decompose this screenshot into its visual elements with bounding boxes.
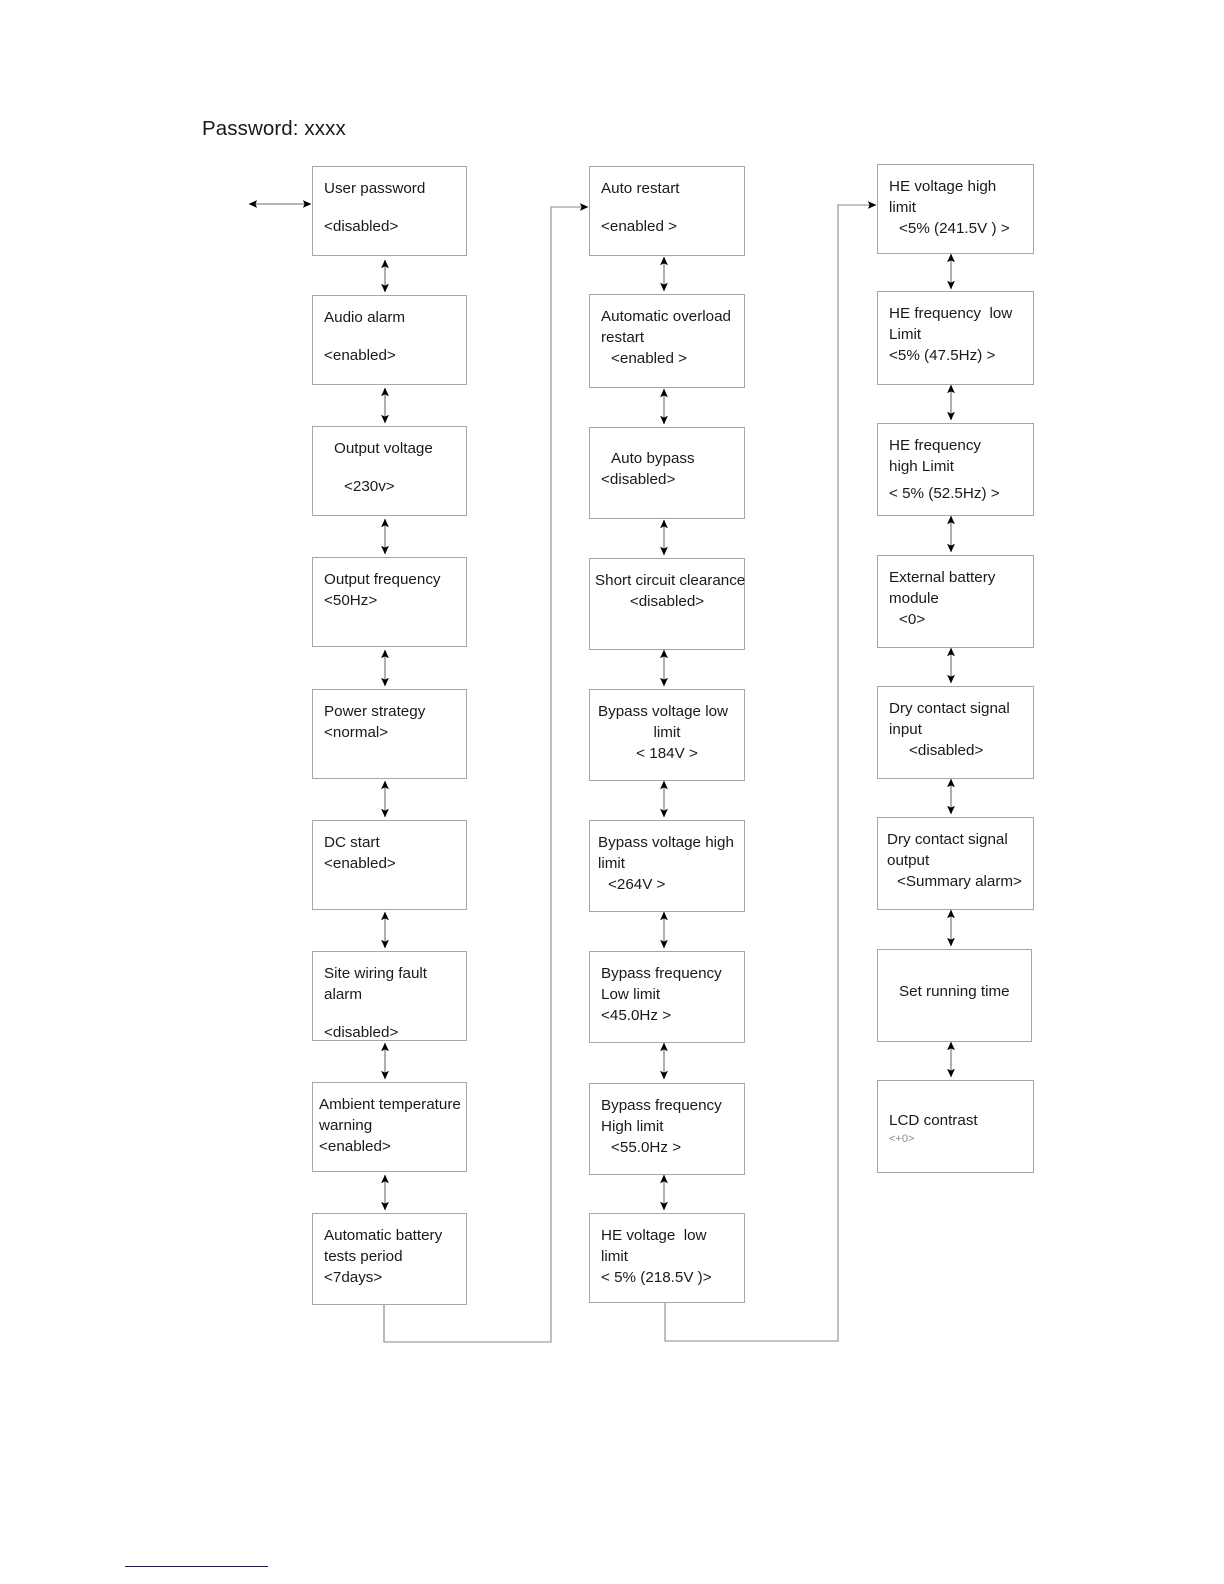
node-ambient-temperature-warning[interactable]: Ambient temperature warning <enabled> bbox=[312, 1082, 467, 1172]
node-line: restart bbox=[601, 329, 645, 346]
node-line: <normal> bbox=[324, 724, 389, 741]
node-line: Automatic overload bbox=[601, 308, 732, 325]
node-line: High limit bbox=[601, 1118, 664, 1135]
node-line: <50Hz> bbox=[324, 592, 378, 609]
node-line: module bbox=[889, 590, 939, 607]
node-he-frequency-high-limit[interactable]: HE frequency high Limit < 5% (52.5Hz) > bbox=[877, 423, 1034, 516]
node-line: Bypass voltage low bbox=[598, 703, 729, 720]
node-line: < 5% (52.5Hz) > bbox=[889, 485, 1000, 502]
node-line: alarm bbox=[324, 986, 362, 1003]
node-bypass-voltage-high-limit[interactable]: Bypass voltage high limit <264V > bbox=[589, 820, 745, 912]
node-line: Low limit bbox=[601, 986, 661, 1003]
node-line: <enabled> bbox=[324, 855, 396, 872]
node-line: warning bbox=[319, 1117, 373, 1134]
node-dry-contact-signal-output[interactable]: Dry contact signal output <Summary alarm… bbox=[877, 817, 1034, 910]
node-power-strategy[interactable]: Power strategy <normal> bbox=[312, 689, 467, 779]
node-line: Ambient temperature bbox=[319, 1096, 461, 1113]
node-line: limit bbox=[598, 855, 625, 872]
node-line: Automatic battery bbox=[324, 1227, 443, 1244]
node-line: Bypass frequency bbox=[601, 1097, 722, 1114]
node-line: <7days> bbox=[324, 1269, 383, 1286]
node-line: <disabled> bbox=[324, 218, 399, 235]
node-line: <disabled> bbox=[324, 1024, 399, 1041]
node-he-voltage-low-limit[interactable]: HE voltage low limit < 5% (218.5V )> bbox=[589, 1213, 745, 1303]
node-line: Audio alarm bbox=[324, 309, 406, 326]
node-line: <enabled > bbox=[601, 218, 678, 235]
node-lcd-contrast[interactable]: LCD contrast <+0> bbox=[877, 1080, 1034, 1173]
node-line: <55.0Hz > bbox=[611, 1139, 682, 1156]
node-auto-restart[interactable]: Auto restart <enabled > bbox=[589, 166, 745, 256]
node-line: Bypass frequency bbox=[601, 965, 722, 982]
node-line: Bypass voltage high bbox=[598, 834, 734, 851]
node-he-frequency-low-limit[interactable]: HE frequency low Limit <5% (47.5Hz) > bbox=[877, 291, 1034, 385]
node-line: HE voltage high bbox=[889, 178, 997, 195]
node-line: tests period bbox=[324, 1248, 403, 1265]
node-automatic-battery-tests-period[interactable]: Automatic battery tests period <7days> bbox=[312, 1213, 467, 1305]
node-set-running-time[interactable]: Set running time bbox=[877, 949, 1032, 1042]
node-line: <5% (47.5Hz) > bbox=[889, 347, 996, 364]
node-external-battery-module[interactable]: External battery module <0> bbox=[877, 555, 1034, 648]
node-line: HE frequency bbox=[889, 437, 982, 454]
node-line: output bbox=[887, 852, 930, 869]
node-dc-start[interactable]: DC start <enabled> bbox=[312, 820, 467, 910]
node-line: <Summary alarm> bbox=[897, 873, 1022, 890]
node-line: < 184V > bbox=[636, 745, 698, 762]
page-title: Password: xxxx bbox=[202, 117, 346, 140]
node-line: limit bbox=[653, 724, 681, 741]
node-line: <45.0Hz > bbox=[601, 1007, 672, 1024]
node-line: User password bbox=[324, 180, 426, 197]
node-line: <disabled> bbox=[629, 593, 705, 610]
node-line: DC start bbox=[324, 834, 380, 851]
node-bypass-frequency-high-limit[interactable]: Bypass frequency High limit <55.0Hz > bbox=[589, 1083, 745, 1175]
node-line: < 5% (218.5V )> bbox=[601, 1269, 712, 1286]
node-user-password[interactable]: User password <disabled> bbox=[312, 166, 467, 256]
node-output-voltage[interactable]: Output voltage <230v> bbox=[312, 426, 467, 516]
node-line-value: <+0> bbox=[889, 1133, 915, 1145]
node-line: Auto restart bbox=[601, 180, 680, 197]
footer-separator-rule bbox=[125, 1566, 268, 1567]
node-line: HE voltage low bbox=[601, 1227, 707, 1244]
node-short-circuit-clearance[interactable]: Short circuit clearance <disabled> bbox=[589, 558, 745, 650]
node-line: Limit bbox=[889, 326, 922, 343]
node-dry-contact-signal-input[interactable]: Dry contact signal input <disabled> bbox=[877, 686, 1034, 779]
node-site-wiring-fault-alarm[interactable]: Site wiring fault alarm <disabled> bbox=[312, 951, 467, 1041]
node-line: <0> bbox=[899, 611, 926, 628]
node-line: <enabled> bbox=[324, 347, 396, 364]
node-line: External battery bbox=[889, 569, 996, 586]
node-line: input bbox=[889, 721, 922, 738]
node-line: Dry contact signal bbox=[887, 831, 1008, 848]
node-line: Site wiring fault bbox=[324, 965, 427, 982]
node-line: high Limit bbox=[889, 458, 954, 475]
node-output-frequency[interactable]: Output frequency <50Hz> bbox=[312, 557, 467, 647]
node-line: limit bbox=[601, 1248, 628, 1265]
node-line: HE frequency low bbox=[889, 305, 1013, 322]
node-bypass-voltage-low-limit[interactable]: Bypass voltage low limit < 184V > bbox=[589, 689, 745, 781]
node-line: Power strategy bbox=[324, 703, 426, 720]
node-line: <enabled> bbox=[319, 1138, 391, 1155]
node-line: Short circuit clearance bbox=[595, 572, 746, 589]
node-audio-alarm[interactable]: Audio alarm <enabled> bbox=[312, 295, 467, 385]
node-auto-bypass[interactable]: Auto bypass <disabled> bbox=[589, 427, 745, 519]
node-line: Set running time bbox=[899, 983, 1010, 1000]
node-line: Output frequency bbox=[324, 571, 441, 588]
node-line: <disabled> bbox=[601, 471, 676, 488]
node-he-voltage-high-limit[interactable]: HE voltage high limit <5% (241.5V ) > bbox=[877, 164, 1034, 254]
node-line: Output voltage bbox=[334, 440, 433, 457]
node-automatic-overload-restart[interactable]: Automatic overload restart <enabled > bbox=[589, 294, 745, 388]
node-bypass-frequency-low-limit[interactable]: Bypass frequency Low limit <45.0Hz > bbox=[589, 951, 745, 1043]
node-line: LCD contrast bbox=[889, 1112, 978, 1129]
node-line: <enabled > bbox=[611, 350, 688, 367]
node-line: <disabled> bbox=[909, 742, 984, 759]
node-line: <5% (241.5V ) > bbox=[899, 220, 1010, 237]
node-line: limit bbox=[889, 199, 916, 216]
node-line: Dry contact signal bbox=[889, 700, 1010, 717]
node-line: Auto bypass bbox=[611, 450, 695, 467]
node-line: <230v> bbox=[344, 478, 395, 495]
node-line: <264V > bbox=[608, 876, 666, 893]
